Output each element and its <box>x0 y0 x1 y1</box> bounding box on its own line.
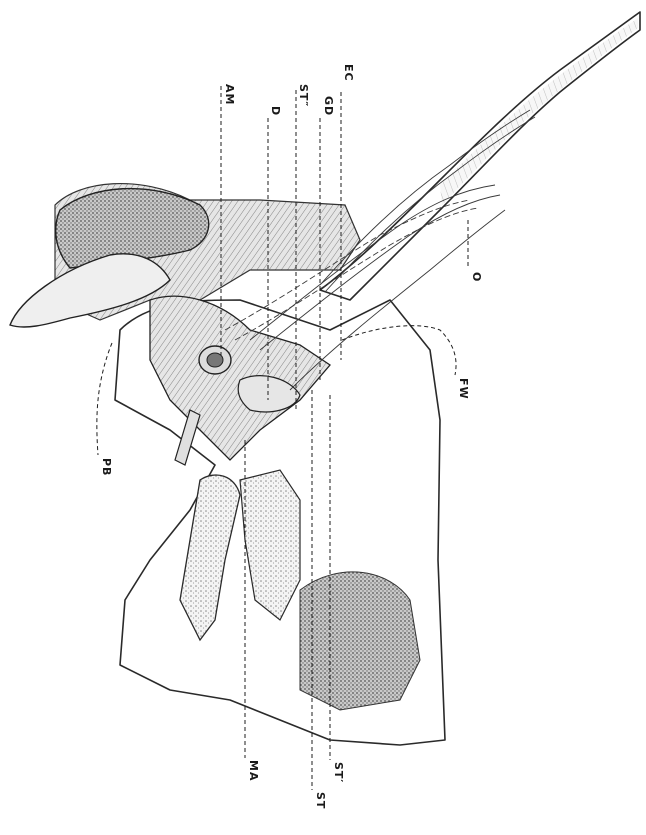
label-st-prime: ST′ <box>332 762 345 783</box>
label-st-double: ST″ <box>297 84 310 107</box>
leader-pb <box>97 343 112 455</box>
label-o: O <box>470 272 483 282</box>
lower-extension <box>240 470 300 620</box>
label-d: D <box>269 106 282 116</box>
long-rod-2 <box>325 117 535 292</box>
label-am: AM <box>223 84 236 105</box>
lower-limb <box>180 475 240 640</box>
label-ma: MA <box>247 760 260 781</box>
label-fw: FW <box>457 378 470 400</box>
label-gd: GD <box>322 96 335 116</box>
label-pb: PB <box>100 458 113 476</box>
leader-fw <box>342 326 456 375</box>
label-ec: EC <box>342 64 355 82</box>
shaded-muscle <box>300 572 420 710</box>
label-st: ST <box>314 792 327 809</box>
